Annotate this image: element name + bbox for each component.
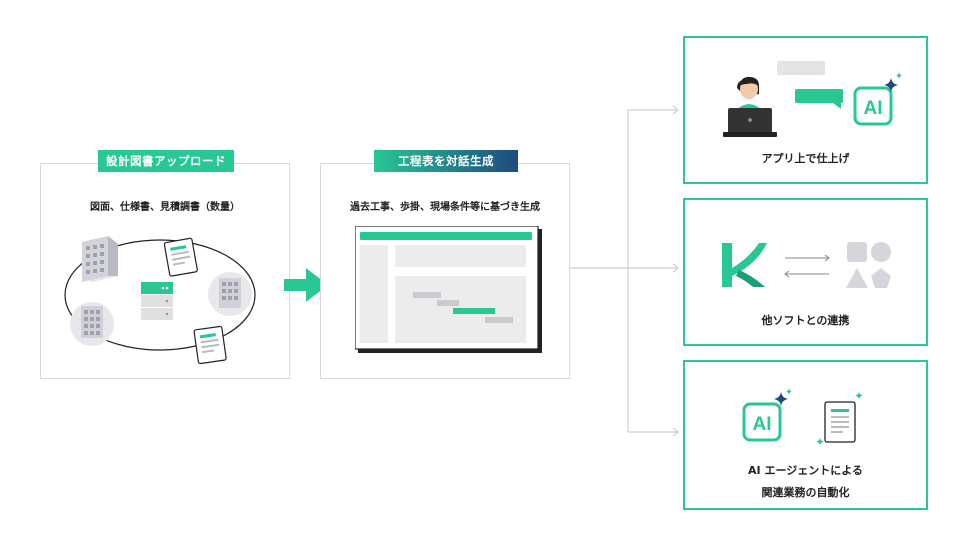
chat-bubble-icon	[795, 89, 843, 109]
svg-text:AI: AI	[753, 414, 772, 435]
schedule-step-subtitle: 過去工事、歩掛、現場条件等に基づき生成	[350, 202, 540, 213]
integration-illustration	[722, 242, 891, 288]
ai-badge-icon: AI	[853, 72, 902, 126]
user-chat-illustration: AI	[723, 61, 902, 137]
arrow-right-icon	[284, 268, 328, 302]
building-icon	[208, 272, 252, 316]
laptop-icon	[723, 108, 777, 137]
server-icon	[141, 282, 173, 320]
upload-step-subtitle: 図面、仕様書、見積調書（数量）	[90, 202, 240, 213]
output-card-integration: 他ソフトとの連携	[683, 198, 928, 346]
document-icon	[163, 237, 198, 277]
output-label-agent-line2: 関連業務の自動化	[761, 486, 850, 499]
gantt-chart-screen	[355, 226, 542, 353]
schedule-step-tag: 工程表を対話生成	[374, 150, 518, 172]
output-label-integration: 他ソフトとの連携	[761, 314, 850, 327]
document-icon	[816, 392, 863, 445]
ai-badge-icon: AI	[742, 388, 792, 442]
output-label-app: アプリ上で仕上げ	[761, 152, 850, 165]
upload-illustration	[64, 236, 256, 365]
output-card-agent: AI AI エージェントによる 関連業務の自動化	[683, 360, 928, 510]
svg-text:AI: AI	[864, 98, 883, 119]
upload-step-tag: 設計図書アップロード	[98, 150, 234, 172]
building-icon	[70, 302, 114, 346]
output-label-agent-line1: AI エージェントによる	[748, 464, 863, 477]
building-icon	[82, 236, 118, 282]
shapes-icon	[846, 242, 891, 288]
output-card-app: AI アプリ上で仕上げ	[683, 36, 928, 184]
branch-connector	[570, 105, 679, 437]
chat-bubble-icon	[777, 61, 825, 75]
document-icon	[193, 325, 227, 365]
sync-arrows-icon	[784, 254, 830, 278]
agent-illustration: AI	[742, 388, 863, 445]
k-logo-icon	[722, 243, 767, 287]
